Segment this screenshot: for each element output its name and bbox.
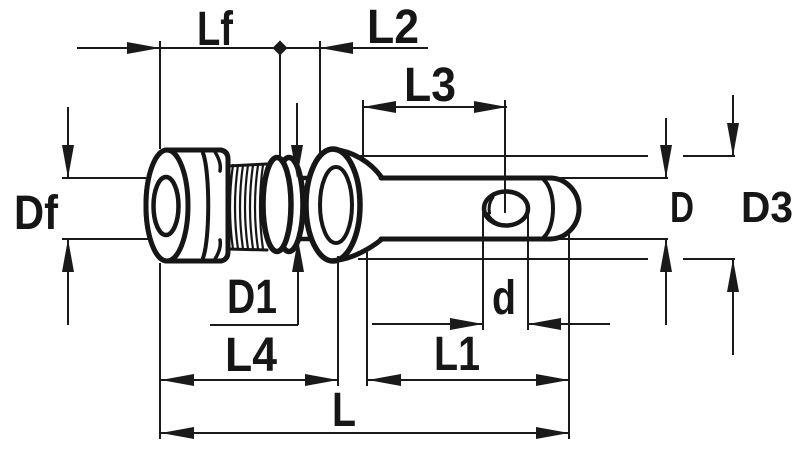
label-d1: D1	[227, 271, 277, 324]
arrow-l4-left	[161, 374, 194, 386]
arrow-d1-down	[291, 145, 303, 178]
label-d-hole: d	[492, 272, 516, 325]
arrow-l2-right	[320, 42, 353, 54]
arrow-dpin-up	[660, 239, 672, 272]
hex-nut-hole-ellipse	[151, 174, 181, 238]
arrow-df-down	[62, 145, 74, 178]
arrow-l3-left	[363, 101, 396, 113]
arrow-l1-left	[368, 374, 401, 386]
arrow-d1-up	[292, 239, 304, 272]
washer-front-ellipse	[260, 154, 294, 255]
arrowheads	[62, 40, 739, 439]
label-df: Df	[14, 187, 59, 240]
pin-end-dome-arc	[542, 178, 555, 239]
extension-lines	[62, 41, 735, 439]
hex-nut-corner-arc-bottom	[213, 238, 223, 261]
thread-section	[226, 162, 269, 252]
arrow-l-right	[536, 427, 569, 439]
collar-flange	[303, 146, 385, 264]
pin-shaft	[378, 175, 582, 242]
thread-crest-line	[258, 163, 265, 251]
label-l-total: L	[332, 384, 356, 437]
label-l1: L1	[434, 328, 480, 381]
collar-inner-ellipse	[318, 165, 354, 245]
pin-rounded-end	[547, 175, 582, 242]
arrow-l1-right	[536, 374, 569, 386]
arrow-dpin-down	[660, 145, 672, 178]
thread-crest-line	[238, 163, 245, 251]
arrow-d-right	[528, 318, 561, 330]
label-d3: D3	[741, 183, 793, 232]
thread-crest-line	[253, 163, 260, 251]
thread-crest-line	[233, 163, 240, 251]
hole-inner-arc-top	[487, 195, 495, 215]
arrow-l3-right	[474, 101, 507, 113]
washer	[260, 154, 306, 255]
arrow-df-up	[62, 239, 74, 272]
arrow-d-left	[450, 318, 483, 330]
hex-nut-facet-line	[201, 151, 211, 260]
dimension-labels: Lf L2 L3 Df D1 L4 d L1 L D D3	[14, 1, 793, 437]
arrow-l4-right	[305, 374, 338, 386]
label-d-pin: D	[670, 183, 694, 232]
thread-crest-line	[228, 163, 235, 251]
hex-nut-corner-arc-top	[213, 150, 223, 173]
hex-nut	[143, 147, 231, 264]
arrow-lf-left	[127, 42, 160, 54]
label-l2: L2	[367, 1, 419, 54]
arrow-d3-down	[727, 123, 739, 156]
part-geometry	[143, 146, 582, 264]
label-lf: Lf	[197, 3, 234, 56]
arrow-d3-up	[727, 259, 739, 292]
arrow-l-left	[161, 427, 194, 439]
chain-diamond-marker	[272, 40, 288, 56]
collar-taper-top	[331, 147, 385, 181]
label-l4: L4	[225, 329, 277, 382]
thread-crest-line	[243, 163, 250, 251]
label-l3: L3	[404, 59, 456, 112]
thread-crest-line	[248, 163, 255, 251]
hole-inner-crescent	[485, 212, 515, 228]
